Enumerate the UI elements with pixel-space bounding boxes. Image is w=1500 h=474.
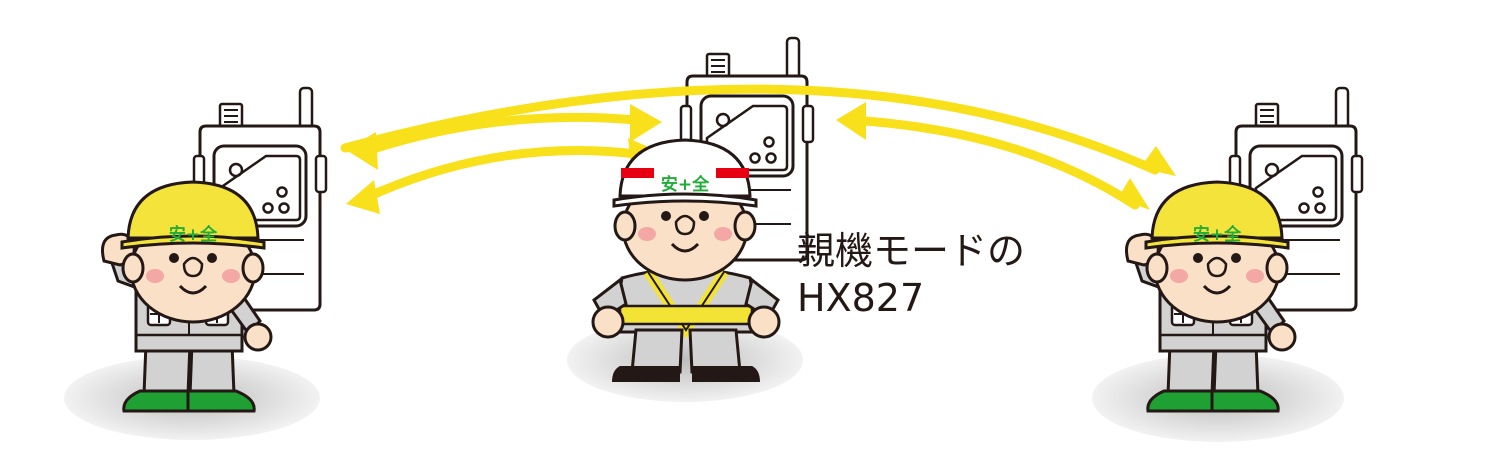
caption: 親機モードの HX827 — [797, 228, 1025, 322]
caption-line-2: HX827 — [797, 276, 925, 320]
helmet-text-center: 安+全 — [661, 174, 710, 195]
helmet-text-right: 安+全 — [1193, 224, 1242, 245]
double-arrow-icon — [340, 84, 1160, 210]
worker-right: 安+全 — [1125, 180, 1297, 413]
worker-left: 安+全 — [101, 180, 273, 413]
helmet-text-left: 安+全 — [169, 224, 218, 245]
worker-icon — [612, 138, 758, 282]
worker-center: 安+全 — [591, 138, 781, 382]
caption-line-1: 親機モードの — [797, 229, 1026, 273]
